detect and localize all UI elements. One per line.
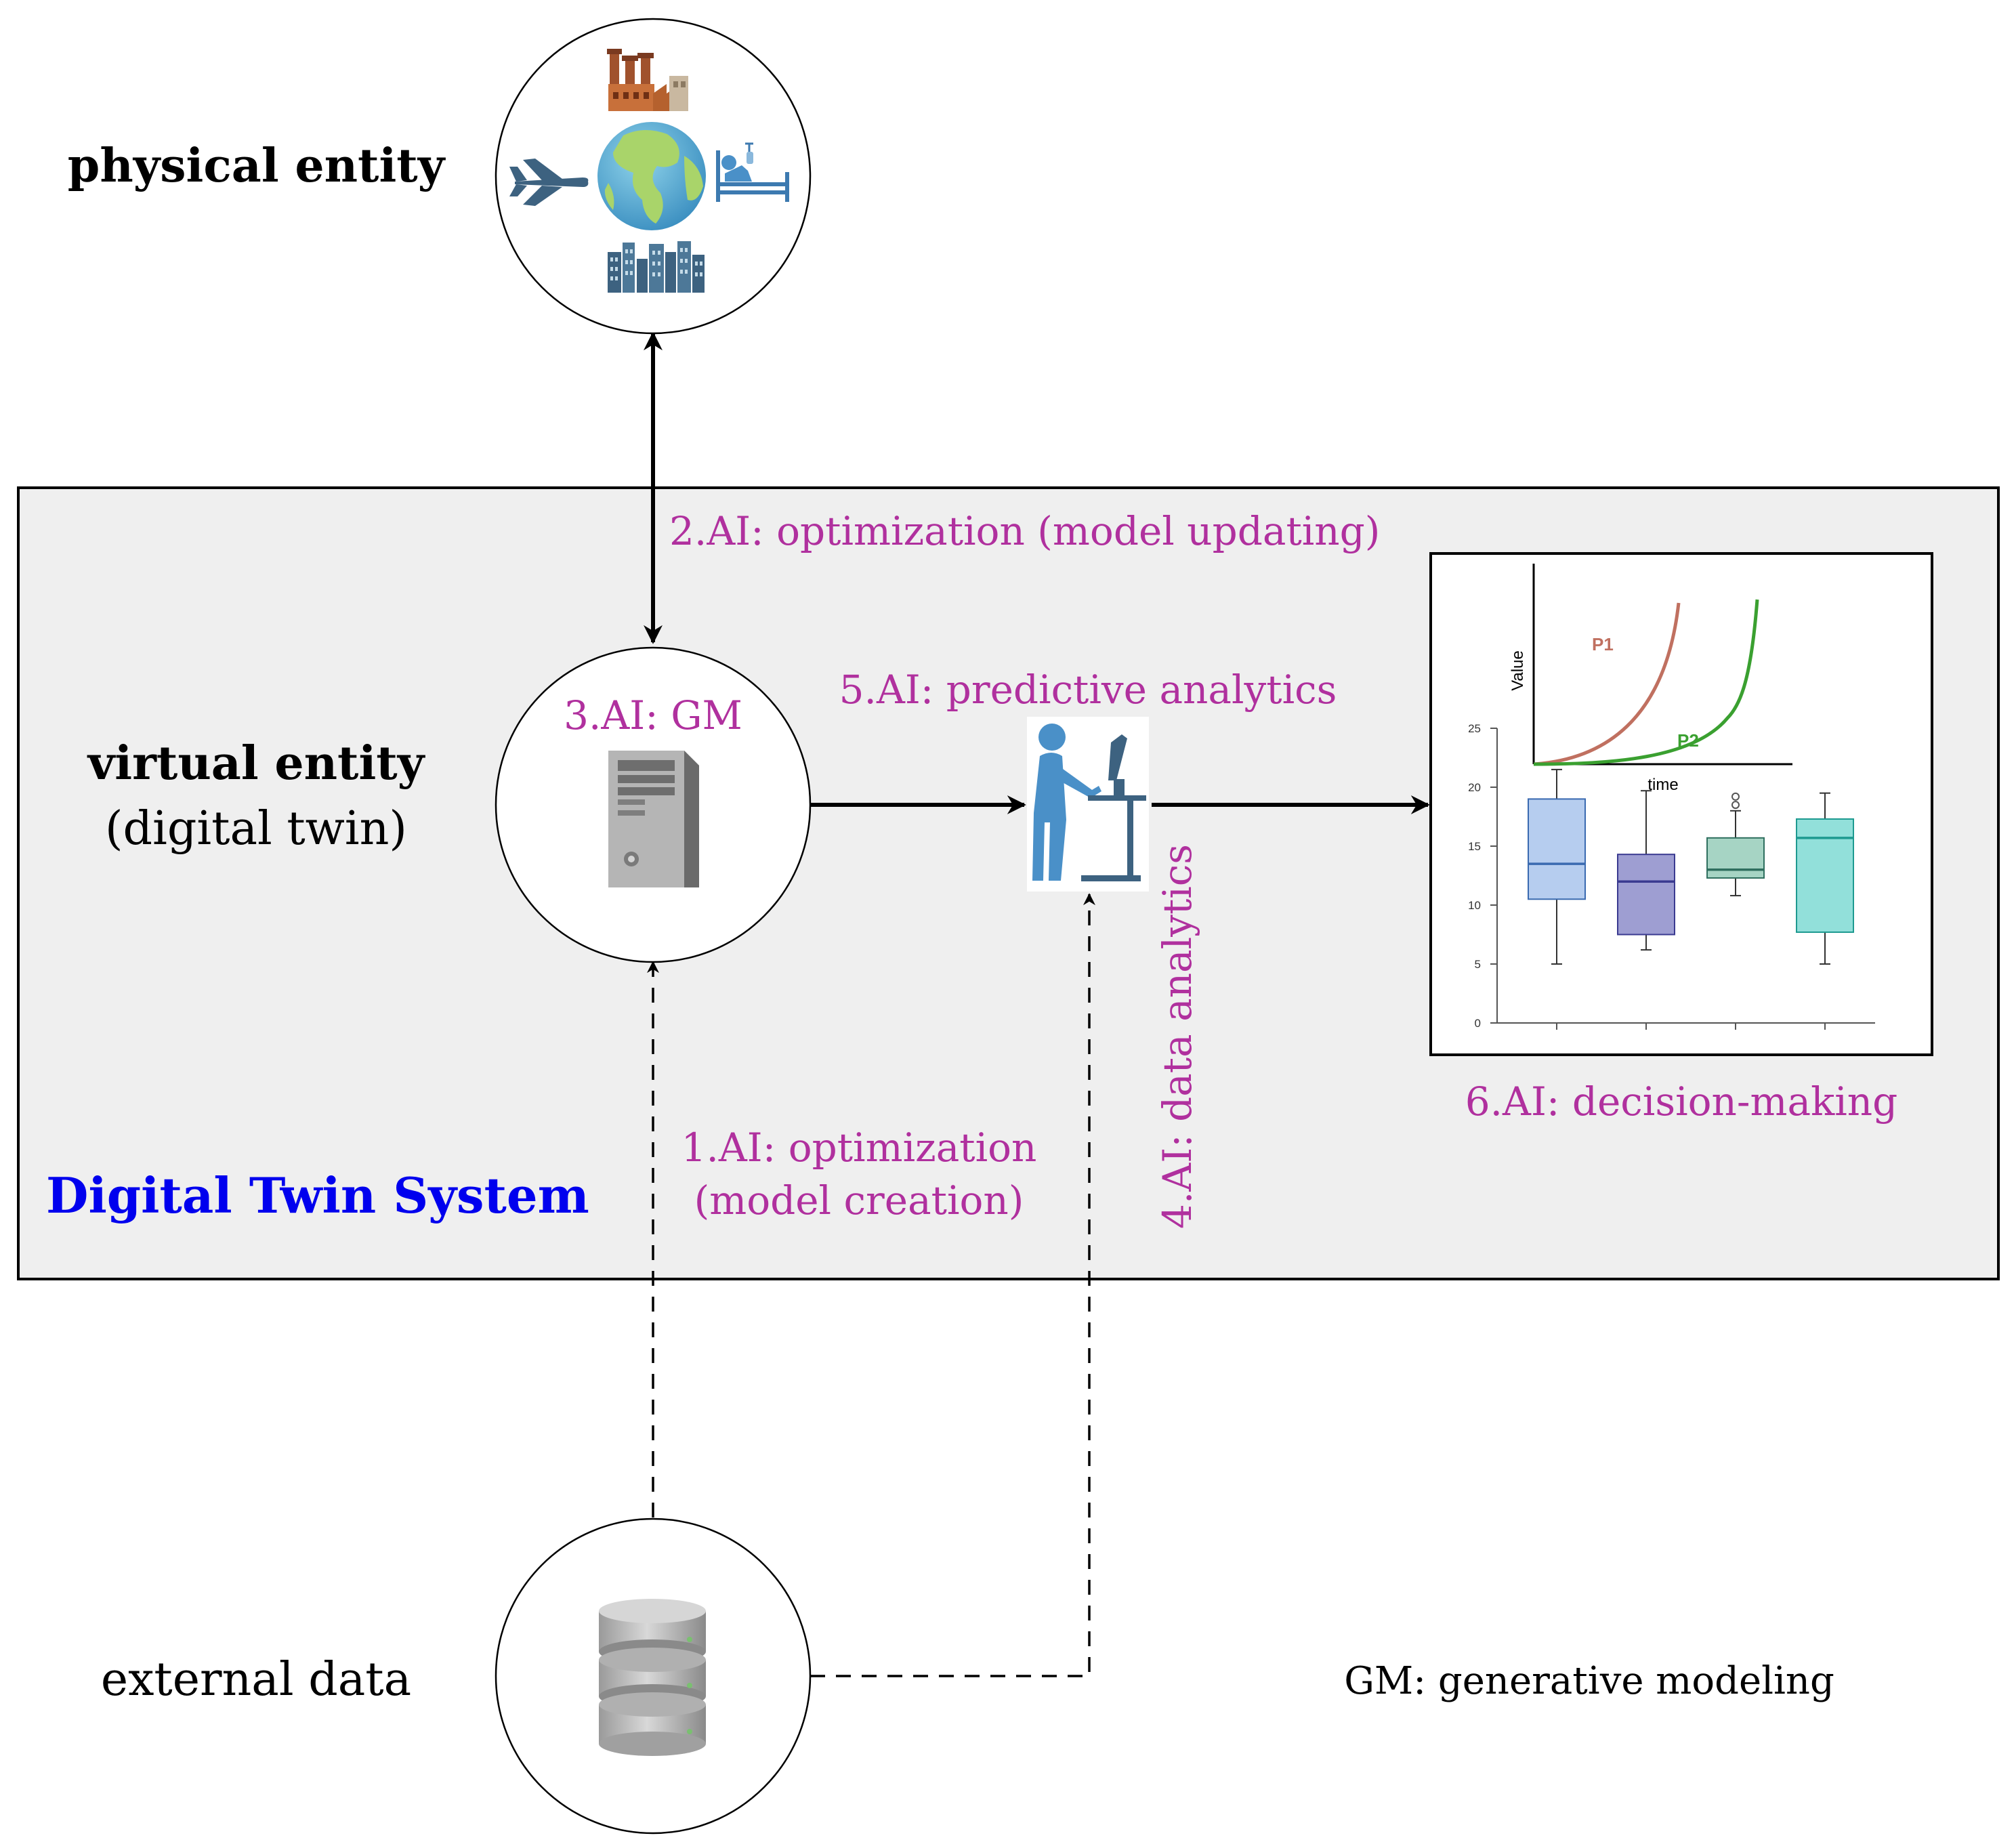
decision-chart-frame	[1429, 552, 1933, 1056]
step-5-predictive-analytics-label: 5.AI: predictive analytics	[839, 667, 1337, 713]
step-6-decision-making-label: 6.AI: decision-making	[1465, 1079, 1898, 1125]
box-plot-ytick-label: 0	[1475, 1017, 1481, 1030]
external-data-label: external data	[101, 1653, 411, 1707]
step-2-model-updating-label: 2.AI: optimization (model updating)	[669, 508, 1380, 554]
city-buildings-icon	[608, 241, 705, 293]
box-plot-ytick-label: 10	[1468, 899, 1481, 912]
step-1-model-creation-line2: (model creation)	[694, 1177, 1024, 1223]
step-4-data-analytics-label: 4.AI: data analytics	[1154, 844, 1200, 1229]
legend-label-p1: P1	[1592, 634, 1614, 654]
box-plot-ytick-label: 15	[1468, 840, 1481, 853]
line-chart: Value time P1 P2	[1509, 564, 1792, 794]
box-plot-ytick-label: 20	[1468, 781, 1481, 794]
line-series-p2	[1533, 599, 1759, 766]
box-body	[1796, 818, 1854, 934]
digital-twin-system-title: Digital Twin System	[46, 1167, 589, 1224]
box-plot-ytick-label: 25	[1468, 722, 1481, 735]
legend-label-p2: P2	[1677, 730, 1699, 751]
box-body	[1528, 798, 1586, 900]
box-outlier-point	[1731, 801, 1740, 810]
hospital-patient-icon	[721, 152, 753, 182]
standing-desk-worker-icon	[1027, 717, 1149, 892]
line-chart-xlabel: time	[1647, 776, 1678, 794]
box-body	[1617, 854, 1675, 936]
physical-entity-label: physical entity	[68, 139, 446, 193]
external-data-to-analytics-dashed-arrow	[810, 893, 1095, 1677]
server-tower-icon	[593, 742, 710, 898]
database-icon	[599, 1599, 706, 1756]
line-series-p1	[1533, 602, 1681, 766]
box-plot: 0 5 10 15 20 25	[1468, 722, 1875, 1030]
gm-legend-note: GM: generative modeling	[1344, 1659, 1834, 1703]
digital-twin-label: (digital twin)	[105, 802, 407, 856]
box-outlier-point	[1731, 792, 1740, 801]
box-body	[1706, 837, 1765, 879]
virtual-entity-label: virtual entity	[87, 736, 426, 791]
globe-icon	[597, 122, 706, 230]
step-3-gm-label: 3.AI: GM	[564, 692, 742, 738]
line-chart-ylabel: Value	[1509, 650, 1527, 691]
box-plot-ytick-label: 5	[1475, 958, 1481, 971]
airplane-icon	[509, 159, 589, 206]
factory-icon	[607, 49, 688, 111]
step-1-model-creation-line1: 1.AI: optimization	[681, 1125, 1037, 1171]
